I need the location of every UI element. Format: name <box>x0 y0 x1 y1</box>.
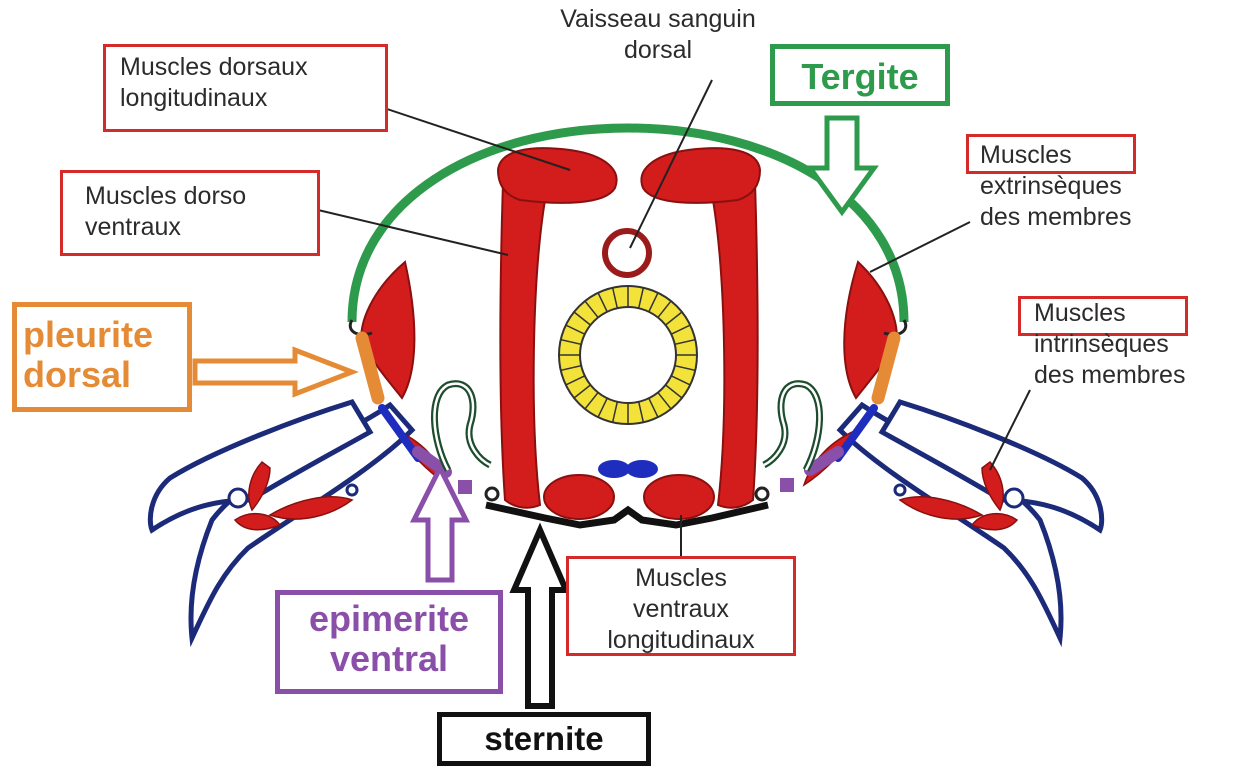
epimerite-label: epimerite ventral <box>275 590 503 694</box>
tergite-text: Tergite <box>801 56 918 97</box>
right-ventral-longitudinal-muscle <box>644 475 714 519</box>
label-muscles-dorso-ventraux: Muscles dorso ventraux <box>60 170 320 256</box>
label-vaisseau-sanguin: Vaisseau sanguin dorsal <box>508 4 808 66</box>
label-muscles-extrinseques: Muscles extrinsèques des membres <box>980 140 1131 233</box>
intestine <box>548 275 708 435</box>
right-sternal-joint <box>756 488 768 500</box>
tergite-arrow <box>810 118 874 212</box>
label-muscles-dorsaux-longitudinaux: Muscles dorsaux longitudinaux <box>103 44 388 132</box>
label-extrinseques-line-2: extrinsèques <box>980 171 1131 202</box>
left-sternal-joint <box>486 488 498 500</box>
label-muscles-ventraux-longitudinaux: Muscles ventraux longitudinaux <box>566 556 796 656</box>
left-dorsal-longitudinal-muscle <box>498 148 617 203</box>
tergite-label: Tergite <box>770 44 950 106</box>
label-intrinseques-line-3: des membres <box>1034 360 1185 391</box>
epimerite-line-1: epimerite <box>280 599 498 639</box>
sternite-text: sternite <box>484 720 603 757</box>
right-epimerite-tab <box>780 478 794 492</box>
nerve-cord-left <box>598 460 630 478</box>
dorsal-blood-vessel <box>605 231 649 275</box>
right-claw-tip <box>1005 489 1023 507</box>
left-joint <box>347 485 357 495</box>
leader-dorso-ventraux <box>318 210 508 255</box>
right-dorso-ventral-muscle <box>713 182 758 508</box>
left-claw-tip <box>229 489 247 507</box>
pleurite-line-1: pleurite <box>23 315 187 355</box>
label-extrinseques-line-3: des membres <box>980 202 1131 233</box>
label-ventraux-line-1: Muscles <box>569 563 793 594</box>
label-muscles-intrinseques: Muscles intrinsèques des membres <box>1034 298 1185 391</box>
left-dorso-ventral-muscle <box>500 182 545 508</box>
label-ventraux-line-2: ventraux <box>569 594 793 625</box>
epimerite-line-2: ventral <box>280 639 498 679</box>
left-ventral-longitudinal-muscle <box>544 475 614 519</box>
label-ventraux-line-3: longitudinaux <box>569 625 793 656</box>
right-joint <box>895 485 905 495</box>
label-dorso-ventraux-line-1: Muscles dorso <box>85 181 317 212</box>
pleurite-arrow <box>195 350 352 394</box>
label-intrinseques-line-2: intrinsèques <box>1034 329 1185 360</box>
sternite-arrow <box>514 530 566 706</box>
label-extrinseques-line-1: Muscles <box>980 140 1131 171</box>
label-vaisseau-line-2: dorsal <box>508 35 808 66</box>
nerve-cord-right <box>626 460 658 478</box>
right-dorsal-longitudinal-muscle <box>641 148 760 203</box>
label-vaisseau-line-1: Vaisseau sanguin <box>508 4 808 35</box>
pleurite-line-2: dorsal <box>23 355 187 395</box>
label-dorso-ventraux-line-2: ventraux <box>85 212 317 243</box>
label-dorsaux-line-1: Muscles dorsaux <box>120 52 385 83</box>
sternite-label: sternite <box>437 712 651 766</box>
label-dorsaux-line-2: longitudinaux <box>120 83 385 114</box>
pleurite-label: pleurite dorsal <box>12 302 192 412</box>
left-epimerite-tab <box>458 480 472 494</box>
label-intrinseques-line-1: Muscles <box>1034 298 1185 329</box>
